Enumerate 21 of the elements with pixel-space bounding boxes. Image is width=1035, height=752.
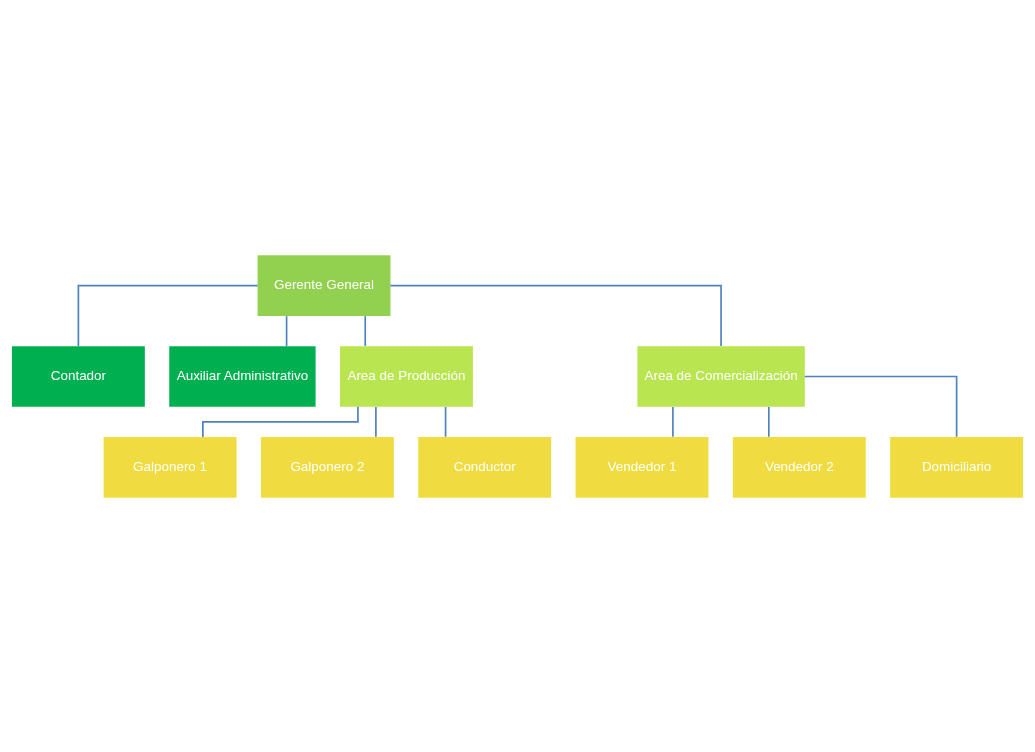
connector (375, 405, 377, 438)
node-box: Area de Comercialización (637, 345, 805, 407)
connector (767, 405, 770, 438)
connector (389, 284, 722, 347)
node-box: Vendedor 2 (732, 436, 866, 498)
connector (202, 405, 359, 438)
connector (444, 405, 447, 438)
connector (77, 284, 259, 347)
node-box: Domiciliario (890, 436, 1024, 498)
node-box: Galponero 2 (260, 436, 394, 498)
connector (364, 314, 367, 347)
connector (285, 314, 288, 347)
node-box: Conductor (418, 436, 552, 498)
node-box: Auxiliar Administrativo (169, 345, 316, 407)
connector (803, 375, 958, 438)
node-box: Area de Producción (340, 345, 473, 407)
node-box: Galponero 1 (103, 436, 237, 498)
node-box: Gerente General (257, 254, 391, 316)
connector (672, 405, 674, 438)
node-box: Vendedor 1 (575, 436, 709, 498)
node-box: Contador (11, 345, 145, 407)
